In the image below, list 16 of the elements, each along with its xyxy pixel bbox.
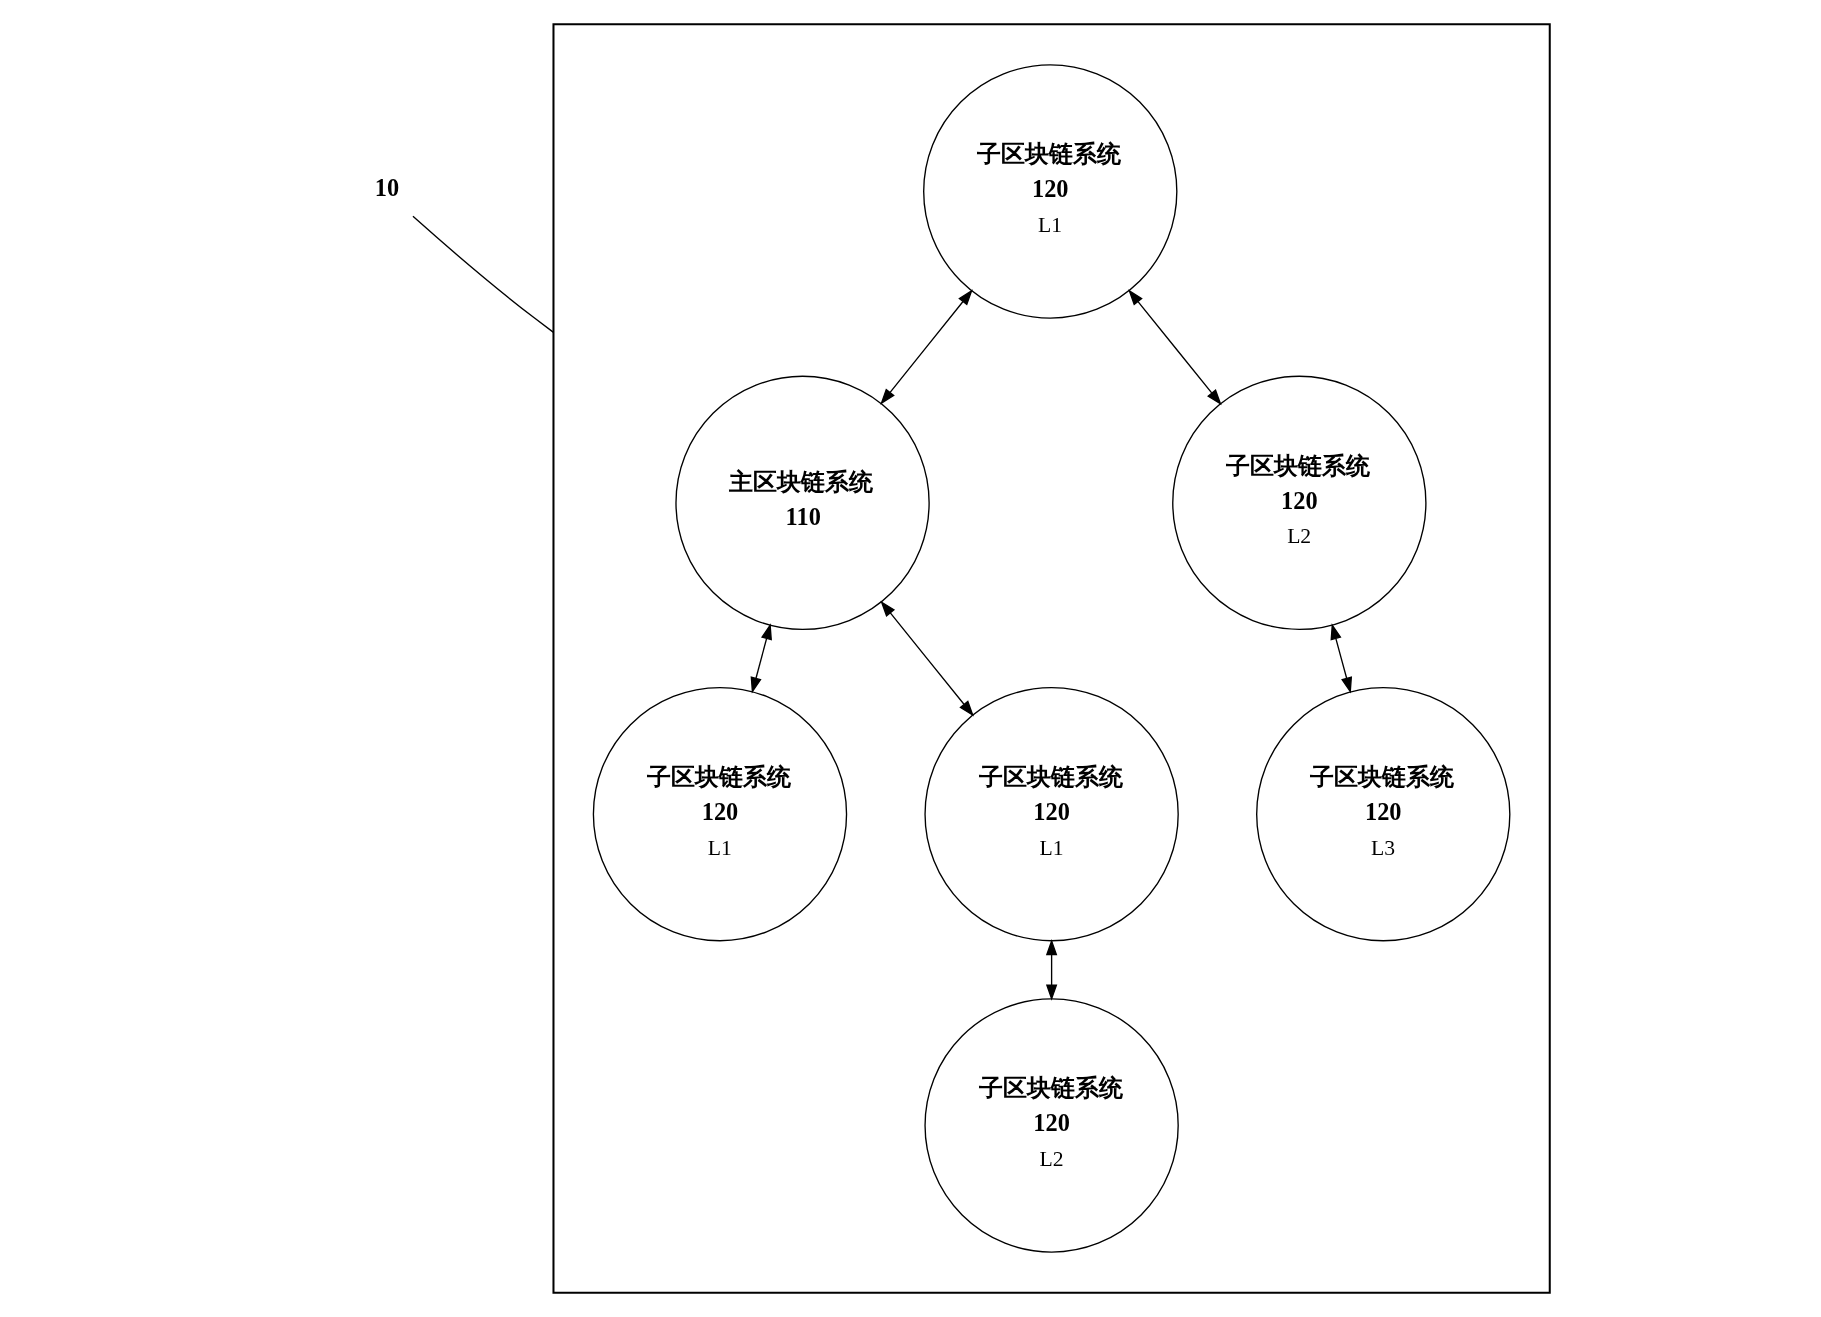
node-circle: 子区块链系统 120 L2	[924, 998, 1179, 1253]
node-circle: 子区块链系统 120 L1	[592, 686, 848, 942]
arrow	[1330, 623, 1353, 694]
arrow	[750, 623, 772, 694]
node-text: 10	[374, 174, 400, 202]
node-circle: 子区块链系统 120 L2	[1172, 375, 1427, 631]
arrow	[880, 289, 973, 405]
node-circle: 主区块链系统 110	[675, 375, 930, 631]
arrow	[1128, 289, 1222, 406]
cluster	[552, 23, 1551, 1294]
arrow	[880, 600, 974, 717]
node-circle: 子区块链系统 120 L1	[923, 64, 1178, 319]
node-circle: 子区块链系统 120 L3	[1256, 686, 1511, 942]
connector	[412, 215, 555, 333]
node-circle: 子区块链系统 120 L1	[924, 686, 1179, 942]
arrow	[1045, 939, 1058, 1001]
